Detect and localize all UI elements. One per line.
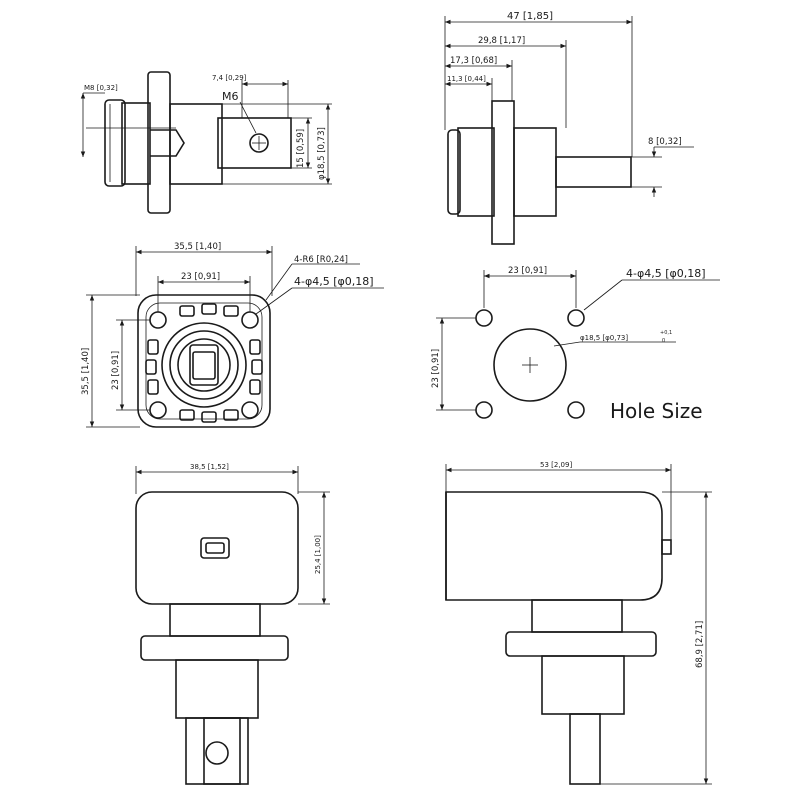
dim-53: 53 [2,09] bbox=[540, 461, 572, 469]
dim-29-8: 29,8 [1,17] bbox=[478, 36, 525, 46]
label-center-hole: φ18,5 [φ0,73] bbox=[580, 334, 628, 342]
dim-11-3: 11,3 [0,44] bbox=[447, 75, 486, 83]
side-view-top-left: M8 [0,32] 7,4 [0,29] M6 15 [0,59] φ18,5 … bbox=[80, 71, 332, 214]
front-flange-view: 35,5 [1,40] 23 [0,91] 4-R6 [R0,24] 4-φ4,… bbox=[81, 242, 384, 428]
dim-23-v: 23 [0,91] bbox=[111, 351, 121, 390]
label-tol-plus: +0,1 bbox=[660, 330, 672, 336]
dim-7-4: 7,4 [0,29] bbox=[212, 74, 247, 82]
dim-38-5: 38,5 [1,52] bbox=[190, 463, 229, 471]
dim-8: 8 [0,32] bbox=[648, 137, 682, 147]
label-4-r6: 4-R6 [R0,24] bbox=[294, 255, 348, 265]
dim-15: 15 [0,59] bbox=[296, 129, 306, 168]
label-hole-holes: 4-φ4,5 [φ0,18] bbox=[626, 267, 706, 280]
hole-size-title: Hole Size bbox=[610, 399, 703, 423]
dim-17-3: 17,3 [0,68] bbox=[450, 56, 497, 66]
dim-47: 47 [1,85] bbox=[507, 11, 553, 22]
side-view-top-right: 47 [1,85] 29,8 [1,17] 17,3 [0,68] 11,3 [… bbox=[444, 11, 694, 245]
hole-size-view: 23 [0,91] 4-φ4,5 [φ0,18] φ18,5 [φ0,73] +… bbox=[431, 266, 720, 423]
bottom-right-view: 53 [2,09] 68,9 [2,71] bbox=[445, 461, 712, 785]
dim-hole-23-h: 23 [0,91] bbox=[508, 266, 547, 276]
dim-35-5-v: 35,5 [1,40] bbox=[81, 348, 91, 395]
dim-23-h: 23 [0,91] bbox=[181, 272, 220, 282]
dim-hole-23-v: 23 [0,91] bbox=[431, 349, 441, 388]
dim-m8: M8 [0,32] bbox=[84, 84, 118, 92]
label-tol-minus: 0 bbox=[662, 338, 665, 344]
dim-25-4: 25,4 [1,00] bbox=[314, 535, 322, 574]
dim-18-5: φ18,5 [0,73] bbox=[317, 127, 327, 180]
bottom-left-view: 38,5 [1,52] 25,4 [1,00] bbox=[135, 463, 330, 785]
dim-68-9: 68,9 [2,71] bbox=[695, 621, 705, 668]
label-m6: M6 bbox=[222, 90, 239, 103]
label-holes-4: 4-φ4,5 [φ0,18] bbox=[294, 275, 374, 288]
dim-35-5-h: 35,5 [1,40] bbox=[174, 242, 221, 252]
